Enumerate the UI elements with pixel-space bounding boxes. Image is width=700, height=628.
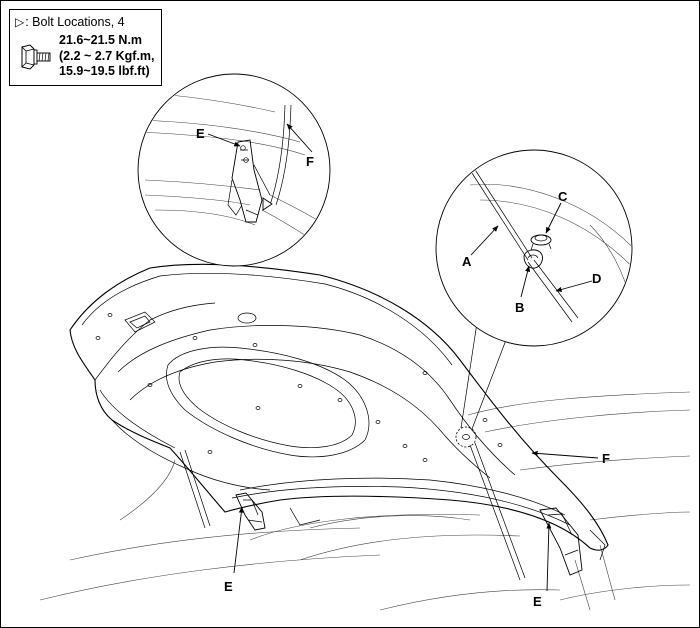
torque-values: 21.6~21.5 N.m (2.2 ~ 2.7 Kgf.m, 15.9~19.… <box>59 33 155 80</box>
hinge-left <box>235 492 321 531</box>
leader-lines <box>207 123 599 592</box>
detail-circle-hinge <box>137 73 331 267</box>
label-clip-detail-b: B <box>515 300 524 315</box>
label-clip-detail-c: C <box>558 189 568 204</box>
label-hinge-detail-e: E <box>196 126 205 141</box>
hood-latch <box>124 311 156 333</box>
torque-lbfft: 15.9~19.5 lbf.ft) <box>59 64 150 78</box>
hood-panel <box>69 263 609 551</box>
triangle-marker-icon <box>262 197 273 211</box>
triangle-marker-icon: ▷ <box>15 15 25 29</box>
label-clip-detail-a: A <box>462 254 472 269</box>
label-hinge-left-e: E <box>224 579 233 594</box>
bolt-locations-text: : Bolt Locations, 4 <box>25 15 125 29</box>
detail-circle-clip <box>435 149 633 347</box>
label-hinge-detail-f: F <box>306 154 314 169</box>
bolt-locations-legend: ▷: Bolt Locations, 4 <box>15 15 125 29</box>
label-clip-detail-d: D <box>592 271 601 286</box>
bolt-icon <box>21 44 51 70</box>
car-body-outline <box>39 391 691 611</box>
torque-kgfm: (2.2 ~ 2.7 Kgf.m, <box>59 48 155 63</box>
hood-support-rod <box>179 442 526 581</box>
label-hinge-right-e: E <box>533 594 542 609</box>
hood-holes <box>95 312 503 462</box>
torque-spec-box: ▷: Bolt Locations, 4 21.6~21.5 N.m (2.2 … <box>9 9 162 86</box>
label-hood-f: F <box>602 451 610 466</box>
torque-nm: 21.6~21.5 N.m <box>59 33 143 47</box>
hinge-right <box>539 507 606 576</box>
